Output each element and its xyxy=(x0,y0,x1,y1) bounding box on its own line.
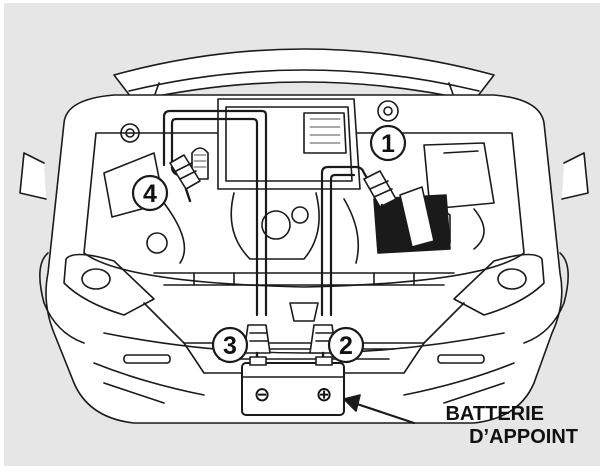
booster-battery-caption-line1: BATTERIE xyxy=(445,403,544,425)
callout-1: 1 xyxy=(369,124,407,162)
diagram-frame: ⊖ ⊕ 1 2 3 4 BATTERIE D’APPOINT xyxy=(4,3,600,466)
callout-3: 3 xyxy=(211,326,249,364)
booster-battery-caption-line2: D’APPOINT xyxy=(469,426,578,448)
vehicle-battery xyxy=(373,186,451,254)
clamp-vehicle-battery-positive xyxy=(363,170,397,217)
callout-2: 2 xyxy=(327,326,365,364)
open-hood xyxy=(113,48,495,102)
clamp-ground xyxy=(169,154,201,203)
svg-text:1: 1 xyxy=(381,130,395,158)
positive-jumper-cable xyxy=(320,165,372,317)
jump-start-diagram: ⊖ ⊕ 1 2 3 4 xyxy=(19,48,589,425)
booster-battery: ⊖ ⊕ xyxy=(241,356,345,416)
svg-text:4: 4 xyxy=(143,180,157,208)
caption-arrow xyxy=(343,394,416,425)
svg-text:3: 3 xyxy=(223,332,237,360)
positive-terminal-symbol: ⊕ xyxy=(316,382,333,406)
negative-terminal-symbol: ⊖ xyxy=(254,382,271,406)
svg-text:2: 2 xyxy=(339,332,353,360)
callout-4: 4 xyxy=(131,174,169,212)
negative-jumper-cable xyxy=(162,109,268,317)
